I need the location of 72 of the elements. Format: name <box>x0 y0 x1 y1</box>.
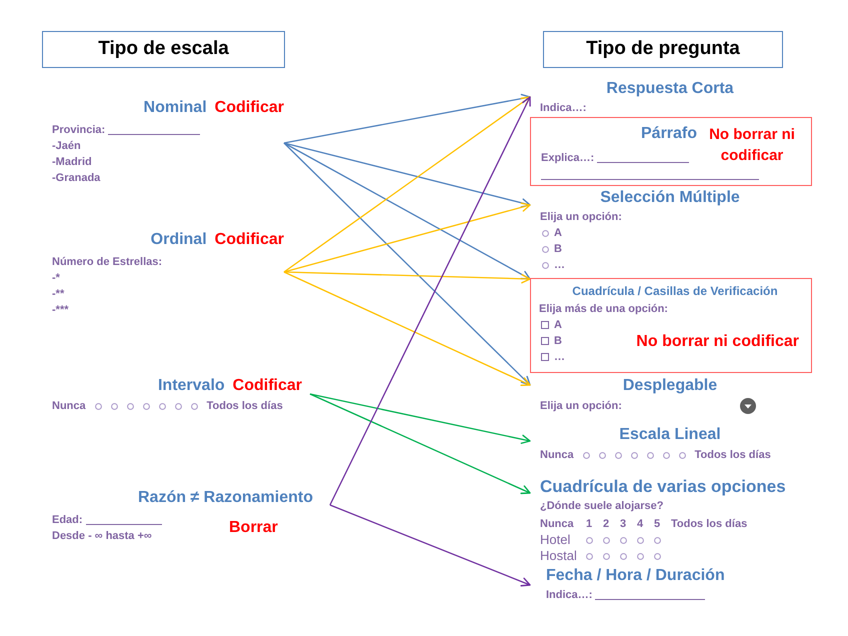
list-item: -* <box>52 271 61 286</box>
scale-number: 4 <box>637 517 644 532</box>
arrow <box>310 393 531 444</box>
arrow <box>284 271 531 284</box>
prompt-text: Elija más de una opción: <box>539 302 669 317</box>
option-label: … <box>554 350 565 365</box>
header-box <box>543 31 783 68</box>
list-item: -** <box>52 287 66 302</box>
heading: Ordinal <box>150 230 207 250</box>
header-box <box>42 31 285 68</box>
option-label: B <box>554 242 562 257</box>
option-label: B <box>554 334 562 349</box>
annotation-text: No borrar ni codificar <box>708 125 796 166</box>
option-label: A <box>554 318 562 333</box>
heading: Cuadrícula de varias opciones <box>540 476 786 497</box>
heading: Nominal <box>144 98 207 118</box>
heading: Fecha / Hora / Duración <box>546 566 725 586</box>
question-text: ¿Dónde suele alojarse? <box>540 499 664 514</box>
list-item: -Jaén <box>52 139 82 154</box>
heading: Selección Múltiple <box>600 188 740 208</box>
arrow <box>284 96 531 273</box>
scale-number: 2 <box>603 517 610 532</box>
prompt-text: Indica…: <box>540 101 586 116</box>
arrow <box>284 271 531 386</box>
prompt-text: Edad: <box>52 513 83 528</box>
row-label: Hostal <box>540 548 578 564</box>
prompt-text: Elija un opción: <box>540 210 623 225</box>
annotation-text: No borrar ni codificar <box>636 332 799 352</box>
scale-label: Nunca <box>540 517 575 532</box>
scale-label: Todos los días <box>671 517 748 532</box>
column-title: Tipo de pregunta <box>586 37 740 62</box>
column-title: Tipo de escala <box>98 37 229 62</box>
annotation-text: Codificar <box>232 376 302 396</box>
heading: Respuesta Corta <box>606 79 734 99</box>
annotation-text: Codificar <box>214 98 284 118</box>
scale-label: Todos los días <box>206 399 283 414</box>
heading: Intervalo <box>158 376 225 396</box>
arrow <box>329 96 531 506</box>
scale-label: Nunca <box>540 448 574 463</box>
scale-number: 5 <box>654 517 662 532</box>
option-label: A <box>554 226 562 241</box>
option-label: … <box>554 258 565 273</box>
scale-number: 3 <box>620 517 628 532</box>
scale-label: Nunca <box>52 399 86 414</box>
scale-number: 1 <box>586 517 594 532</box>
arrow <box>310 393 531 494</box>
arrow <box>330 504 531 586</box>
list-item: -Granada <box>52 171 102 186</box>
arrow <box>284 142 531 280</box>
prompt-text: Elija un opción: <box>540 399 622 414</box>
list-item: -Madrid <box>52 155 93 170</box>
row-label: Hotel <box>540 532 572 548</box>
heading: Razón ≠ Razonamiento <box>138 488 313 508</box>
prompt-text: Número de Estrellas: <box>52 255 162 270</box>
bordered-panel <box>530 117 812 186</box>
prompt-text: Indica…: <box>546 588 592 603</box>
scale-label: Todos los días <box>694 448 771 463</box>
heading: Desplegable <box>622 376 718 396</box>
heading: Cuadrícula / Casillas de Verificación <box>572 283 778 300</box>
arrow <box>284 142 531 208</box>
arrow <box>284 202 531 273</box>
heading: Párrafo <box>641 124 698 144</box>
bordered-panel <box>530 278 812 373</box>
prompt-text: Explica…: <box>541 151 594 166</box>
arrow <box>284 142 531 386</box>
annotation-text: Codificar <box>214 230 284 250</box>
list-item: -*** <box>52 303 70 318</box>
heading: Escala Lineal <box>619 425 721 445</box>
arrow <box>284 94 531 144</box>
range-text: Desde - ∞ hasta +∞ <box>52 529 153 544</box>
prompt-text: Provincia: <box>52 123 106 138</box>
annotation-text: Borrar <box>229 518 278 538</box>
